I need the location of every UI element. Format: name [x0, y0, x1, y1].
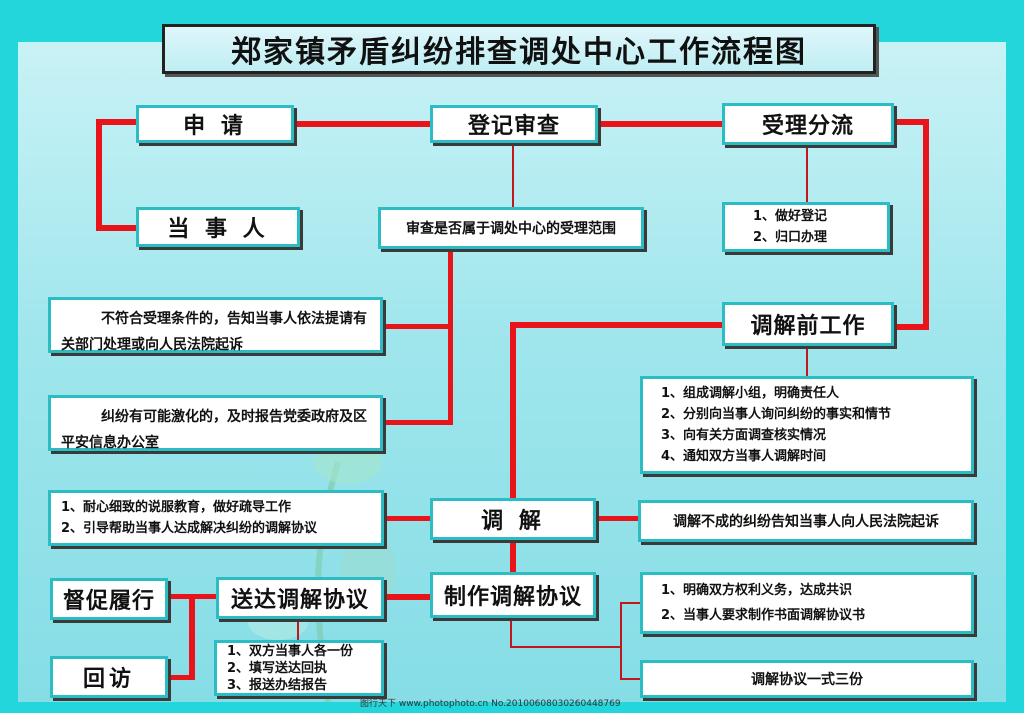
node-agreement-points: 1、明确双方权利义务，达成共识 2、当事人要求制作书面调解协议书 — [640, 572, 974, 634]
connector-mediate-agreement — [510, 540, 516, 572]
connector-to-mediate — [510, 322, 516, 502]
node-mediate-methods: 1、耐心细致的说服教育，做好疏导工作 2、引导帮助当事人达成解决纠纷的调解协议 — [48, 490, 384, 546]
deliver-step-1: 1、双方当事人各一份 — [227, 643, 354, 659]
connector-mediate-fail — [596, 516, 638, 521]
connector-check-down — [448, 249, 453, 425]
connector-mediate-methods — [384, 516, 430, 521]
node-pre-work: 调解前工作 — [722, 302, 894, 346]
connector-party-left — [96, 225, 136, 231]
connector-prework-steps — [806, 347, 808, 376]
mediate-method-2: 2、引导帮助当事人达成解决纠纷的调解协议 — [61, 521, 318, 536]
accept-step-2: 2、归口办理 — [753, 230, 828, 245]
node-escalate: 纠纷有可能激化的，及时报告党委政府及区平安信息办公室 — [48, 395, 383, 451]
node-register: 登记审查 — [430, 105, 598, 143]
node-mediate: 调 解 — [430, 498, 596, 540]
pre-step-1: 1、组成调解小组，明确责任人 — [661, 386, 840, 401]
node-party: 当 事 人 — [136, 207, 300, 247]
agreement-point-2: 2、当事人要求制作书面调解协议书 — [661, 608, 866, 623]
page-title: 郑家镇矛盾纠纷排查调处中心工作流程图 — [162, 24, 876, 74]
connector-agreement-vertical — [620, 602, 622, 680]
node-pre-steps: 1、组成调解小组，明确责任人 2、分别向当事人询问纠纷的事实和情节 3、向有关方… — [640, 376, 974, 474]
pre-step-4: 4、通知双方当事人调解时间 — [661, 449, 827, 464]
connector-apply-left — [96, 119, 136, 125]
node-revisit: 回访 — [50, 656, 168, 698]
node-agreement-copies: 调解协议一式三份 — [640, 660, 974, 698]
node-deliver: 送达调解协议 — [216, 577, 384, 619]
connector-accept-right — [893, 119, 929, 125]
connector-left-vertical — [96, 119, 102, 231]
connector-agreement-deliver — [384, 594, 430, 600]
node-check-scope: 审查是否属于调处中心的受理范围 — [378, 207, 644, 249]
node-make-agreement: 制作调解协议 — [430, 572, 596, 618]
connector-agreement-down — [510, 616, 512, 648]
node-accept-steps: 1、做好登记 2、归口办理 — [722, 202, 890, 252]
pre-step-2: 2、分别向当事人询问纠纷的事实和情节 — [661, 407, 892, 422]
pre-step-3: 3、向有关方面调查核实情况 — [661, 428, 827, 443]
connector-agreement-horizontal — [510, 646, 622, 648]
node-not-qualified: 不符合受理条件的，告知当事人依法提请有关部门处理或向人民法院起诉 — [48, 297, 383, 353]
connector-accept-steps — [806, 146, 808, 202]
connector-register-check — [512, 146, 514, 207]
connector-agreement-copies — [620, 678, 640, 680]
node-apply: 申 请 — [136, 105, 294, 143]
deliver-step-2: 2、填写送达回执 — [227, 660, 328, 676]
agreement-point-1: 1、明确双方权利义务，达成共识 — [661, 583, 853, 598]
watermark-text: 图行天下 www.photophoto.cn No.20100608030260… — [360, 699, 621, 709]
connector-notqualified — [383, 324, 453, 329]
connector-deliver-steps — [297, 618, 299, 640]
node-supervise: 督促履行 — [50, 578, 168, 620]
connector-revisit — [167, 675, 195, 680]
connector-agreement-points — [620, 602, 640, 604]
connector-deliver-vertical — [189, 594, 195, 680]
connector-prework-right — [893, 324, 929, 330]
deliver-step-3: 3、报送办结报告 — [227, 677, 328, 693]
accept-step-1: 1、做好登记 — [753, 209, 828, 224]
connector-prework-left — [510, 322, 722, 328]
connector-apply-register — [292, 121, 430, 127]
node-deliver-steps: 1、双方当事人各一份 2、填写送达回执 3、报送办结报告 — [214, 640, 384, 696]
mediate-method-1: 1、耐心细致的说服教育，做好疏导工作 — [61, 500, 292, 515]
connector-right-vertical — [923, 119, 929, 330]
connector-register-accept — [597, 121, 722, 127]
node-accept: 受理分流 — [722, 103, 894, 145]
connector-escalate — [383, 420, 453, 425]
node-mediate-fail: 调解不成的纠纷告知当事人向人民法院起诉 — [638, 500, 974, 542]
